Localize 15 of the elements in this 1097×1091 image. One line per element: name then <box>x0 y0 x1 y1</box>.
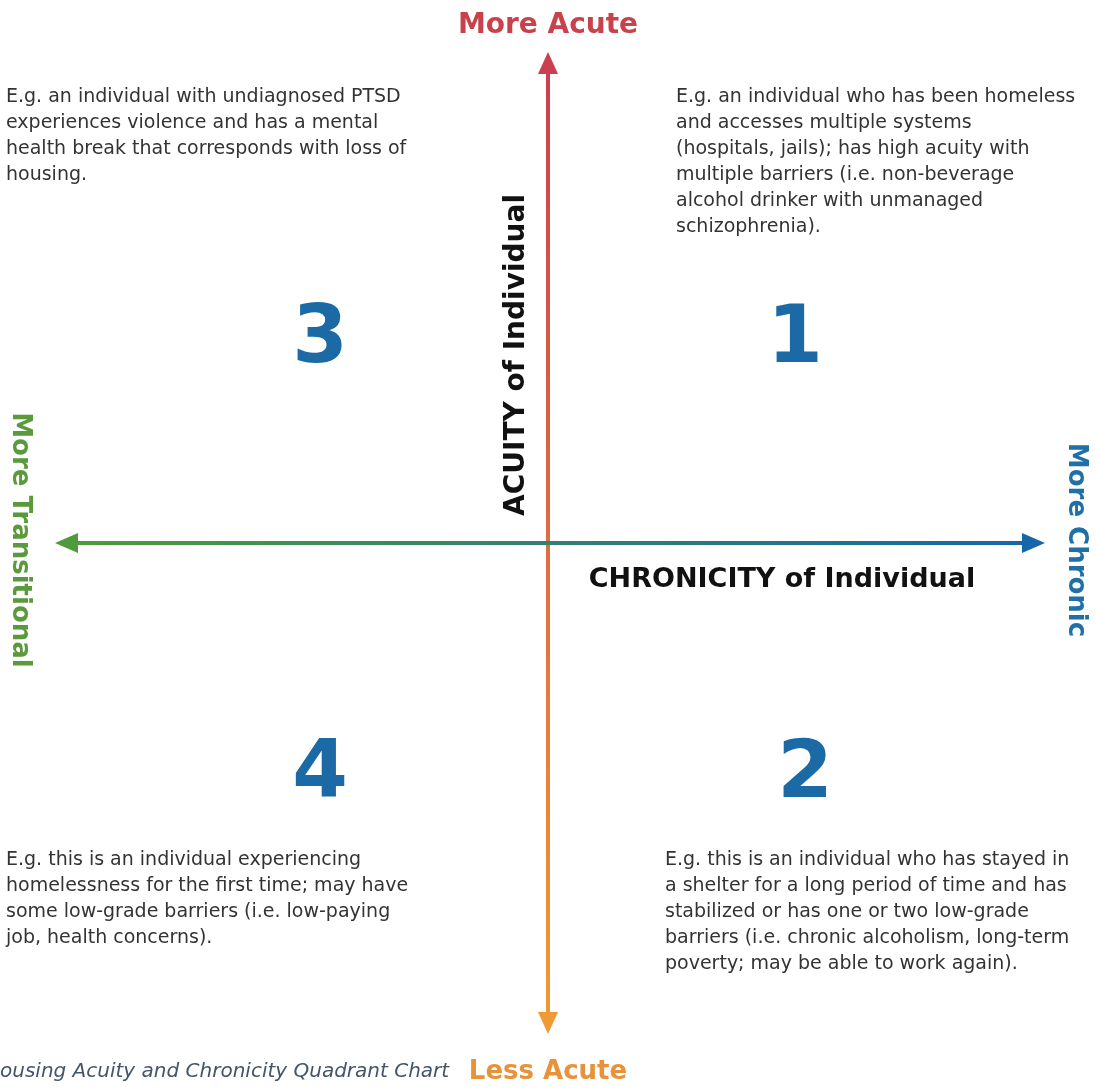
example-text: E.g. an individual with undiagnosed PTSD experiences violence and has a mental health break that corresponds with loss of housing. <box>6 83 408 186</box>
axis-end-label: More Acute <box>457 10 639 38</box>
axis-title: CHRONICITY of Individual <box>588 563 976 591</box>
axis-end-label: Less Acute <box>468 1057 628 1083</box>
quadrant-number: 3 <box>292 295 348 375</box>
quadrant-number: 1 <box>767 295 823 375</box>
axis-end-label: More Chronic <box>1065 442 1091 638</box>
axis-title: ACUITY of Individual <box>501 194 529 516</box>
example-text: E.g. an individual who has been homeless and accesses multiple systems (hospitals, jails); has high acuity with multiple barriers (i.e. non-beverage alcohol drinker with unmanaged schizophrenia). <box>676 83 1076 238</box>
caption: ousing Acuity and Chronicity Quadrant Chart <box>0 1058 450 1082</box>
example-text: E.g. this is an individual experiencing homelessness for the first time; may have some low-grade barriers (i.e. low-paying job, health concerns). <box>6 846 410 949</box>
axis-end-label: More Transitional <box>9 412 35 668</box>
example-text: E.g. this is an individual who has stayed in a shelter for a long period of time and has stabilized or has one or two low-grade barriers (i.e. chronic alcoholism, long-term poverty; may be able to work again). <box>665 846 1071 975</box>
quadrant-number: 4 <box>292 730 348 810</box>
quadrant-number: 2 <box>777 730 833 810</box>
